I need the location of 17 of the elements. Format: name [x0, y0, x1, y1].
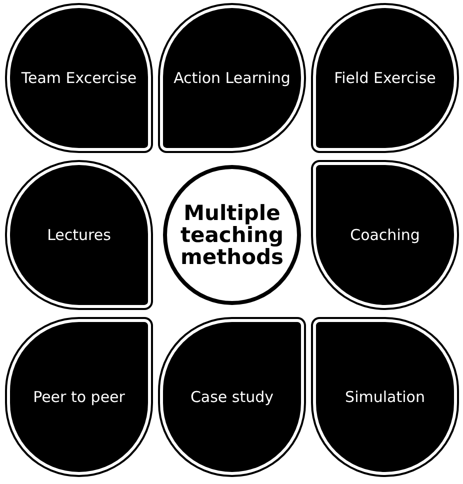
petal-shape — [163, 8, 301, 148]
center-title: Multiple teaching methods — [179, 202, 285, 268]
method-label: Lectures — [47, 226, 111, 244]
method-label: Coaching — [350, 226, 420, 244]
petal-shape — [316, 8, 454, 148]
petal-shape — [10, 8, 148, 148]
petal-shape — [10, 165, 148, 305]
method-label: Peer to peer — [33, 388, 125, 406]
method-label: Simulation — [345, 388, 425, 406]
petal-shape — [316, 165, 454, 305]
method-label: Case study — [190, 388, 274, 406]
petal-shape — [10, 322, 148, 472]
method-label: Field Exercise — [334, 69, 436, 87]
petal-shape — [316, 322, 454, 472]
petal-shape — [163, 322, 301, 472]
method-label: Action Learning — [174, 69, 290, 87]
method-label: Team Excercise — [21, 69, 137, 87]
